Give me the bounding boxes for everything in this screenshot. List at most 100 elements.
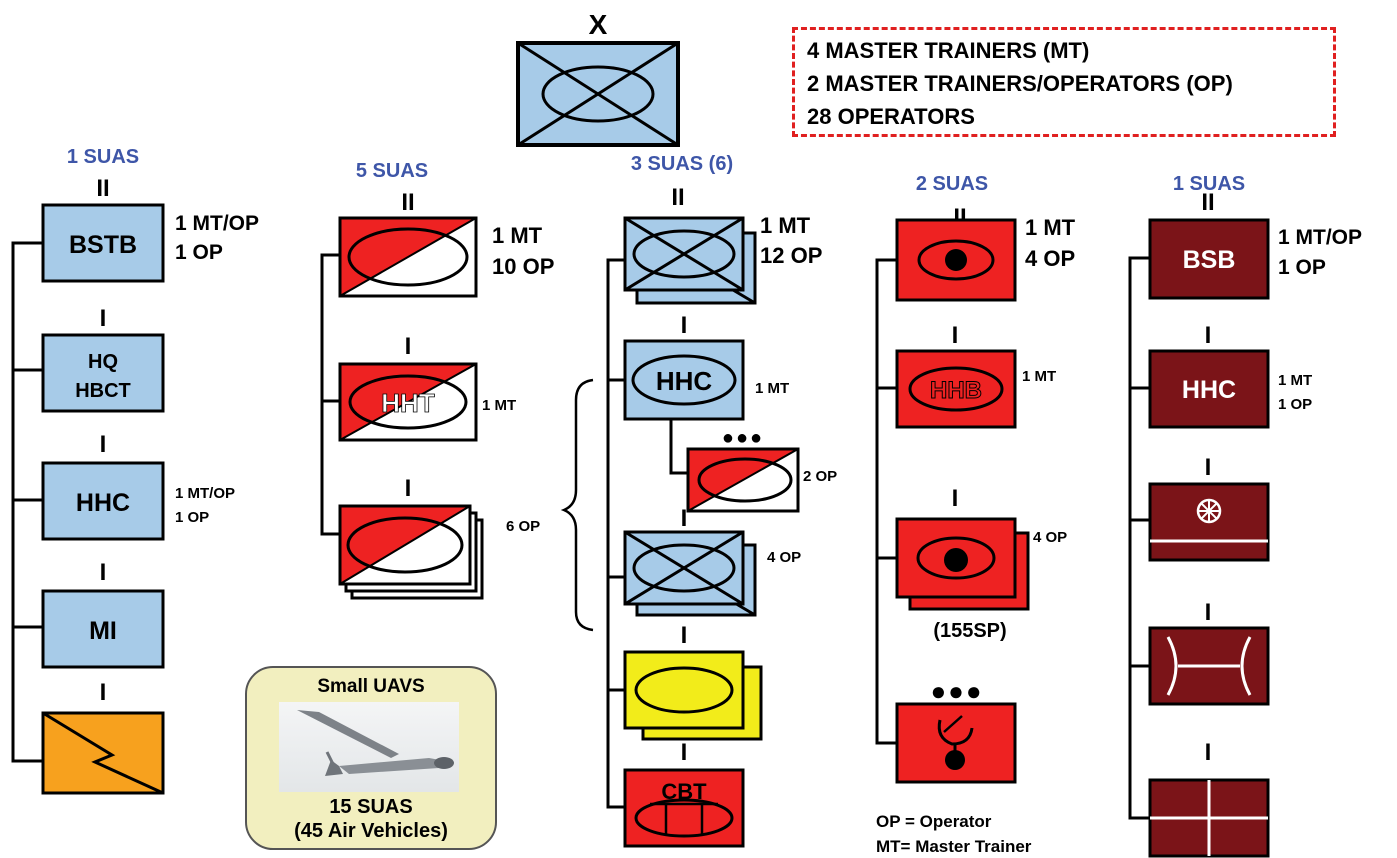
- maintenance-echelon: I: [1205, 454, 1212, 481]
- legend-line-op: 28 OPERATORS: [807, 104, 975, 129]
- fa-mt-annotation: 1 MT: [1025, 215, 1076, 240]
- cab-mt-annotation: 1 MT: [760, 213, 811, 238]
- mi-unit: MI: [41, 589, 165, 669]
- cavalry-troops-stack: [338, 504, 484, 600]
- medical-company-unit: [1148, 778, 1270, 858]
- scout-op-annotation: 2 OP: [803, 468, 837, 485]
- bstb-op-annotation: 1 OP: [175, 241, 223, 264]
- bstb-echelon: II: [96, 175, 109, 202]
- mi-echelon: I: [100, 559, 107, 586]
- hq-hbct-unit: HQ HBCT: [41, 333, 165, 413]
- cab-suas-count: 3 SUAS (6): [631, 153, 733, 175]
- cab-hhc-label: HHC: [656, 366, 713, 396]
- hht-unit: HHT: [338, 362, 478, 442]
- hhb-unit: HHB: [895, 349, 1017, 429]
- bsb-mt-annotation: 1 MT/OP: [1278, 226, 1362, 249]
- battery-echelon: I: [952, 485, 959, 512]
- hht-label: HHT: [381, 388, 435, 418]
- battery-type-label: (155SP): [933, 620, 1006, 642]
- radar-platoon-echelon: ●●●: [930, 676, 983, 706]
- bsb-echelon: II: [1201, 189, 1214, 216]
- cav-mt-annotation: 1 MT: [492, 223, 543, 248]
- scout-platoon-echelon: ●●●: [722, 427, 764, 449]
- bstb-hhc-unit: HHC: [41, 461, 165, 541]
- hq-hbct-echelon: I: [100, 305, 107, 332]
- medical-echelon: I: [1205, 739, 1212, 766]
- brigade-symbol: X: [516, 9, 680, 147]
- cab-coy-op-annotation: 4 OP: [767, 549, 801, 566]
- hq-label: HQ: [88, 351, 118, 373]
- cab-companies-stack: [623, 530, 757, 617]
- bstb-hhc-mt-annotation: 1 MT/OP: [175, 485, 235, 502]
- troops-op-annotation: 6 OP: [506, 518, 540, 535]
- bstb-hhc-label: HHC: [76, 489, 130, 517]
- cav-op-annotation: 10 OP: [492, 254, 554, 279]
- column-cab: 3 SUAS (6) II 1 MT 12 OP I HHC 1 MT ●●●: [560, 153, 837, 848]
- bsb-hhc-label: HHC: [1182, 376, 1236, 404]
- hht-echelon: I: [405, 333, 412, 360]
- cab-echelon: II: [671, 184, 684, 211]
- cab-hhc-mt-annotation: 1 MT: [755, 380, 789, 397]
- hhb-label: HHB: [930, 377, 982, 404]
- legend-line-mt: 4 MASTER TRAINERS (MT): [807, 38, 1090, 63]
- bsb-hhc-op-annotation: 1 OP: [1278, 396, 1312, 413]
- bstb-mt-annotation: 1 MT/OP: [175, 212, 259, 235]
- brigade-echelon: X: [589, 9, 608, 40]
- cab-coy-echelon: I: [681, 505, 688, 532]
- suas-personnel-legend: 4 MASTER TRAINERS (MT) 2 MASTER TRAINERS…: [792, 27, 1336, 137]
- legend-line-mt-op: 2 MASTER TRAINERS/OPERATORS (OP): [807, 71, 1233, 96]
- distribution-echelon: I: [1205, 599, 1212, 626]
- column-fa: 2 SUAS II 1 MT 4 OP I HHB 1 MT I 4 OP (1…: [875, 173, 1076, 856]
- column-bsb: 1 SUAS II BSB 1 MT/OP 1 OP I HHC 1 MT 1 …: [1128, 173, 1362, 858]
- cbt-unit: CBT: [623, 768, 745, 848]
- troops-echelon: I: [405, 475, 412, 502]
- air-vehicles-total: (45 Air Vehicles): [294, 820, 448, 842]
- uav-aircraft-image: [279, 702, 459, 792]
- radar-platoon-unit: [895, 702, 1017, 784]
- cab-hhc-unit: HHC: [623, 339, 745, 421]
- fa-op-annotation: 4 OP: [1025, 246, 1075, 271]
- cav-echelon: II: [401, 189, 414, 216]
- bsb-hhc-mt-annotation: 1 MT: [1278, 372, 1312, 389]
- cav-squadron-unit: [338, 216, 478, 298]
- cbt-echelon: I: [681, 739, 688, 766]
- cav-suas-count: 5 SUAS: [356, 160, 428, 182]
- column-cavalry: 5 SUAS II 1 MT 10 OP I HHT 1 MT I: [320, 160, 554, 600]
- bsb-op-annotation: 1 OP: [1278, 256, 1326, 279]
- bstb-label: BSTB: [69, 231, 137, 259]
- small-uavs-title: Small UAVS: [317, 676, 425, 697]
- signal-company-unit: [41, 711, 165, 795]
- bsb-hhc-unit: HHC: [1148, 349, 1270, 429]
- fa-batteries-stack: [895, 517, 1030, 611]
- fa-battalion-unit: [895, 218, 1017, 302]
- support-company-unit: [623, 650, 763, 741]
- scout-platoon-unit: [686, 447, 800, 513]
- bsb-suas-count: 1 SUAS: [1173, 173, 1245, 195]
- bsb-battalion-unit: BSB: [1148, 218, 1270, 300]
- column-bstb: 1 SUAS II BSTB 1 MT/OP 1 OP I HQ HBCT I …: [11, 146, 259, 795]
- suas-total: 15 SUAS: [329, 796, 413, 818]
- fsc-echelon: I: [681, 622, 688, 649]
- uav-aircraft-icon: [279, 702, 459, 792]
- hhb-mt-annotation: 1 MT: [1022, 368, 1056, 385]
- distribution-company-unit: [1148, 626, 1270, 706]
- bstb-suas-count: 1 SUAS: [67, 146, 139, 168]
- hbct-label: HBCT: [75, 380, 131, 402]
- hhb-echelon: I: [952, 322, 959, 349]
- signal-echelon: I: [100, 679, 107, 706]
- battery-op-annotation: 4 OP: [1033, 529, 1067, 546]
- bstb-hhc-op-annotation: 1 OP: [175, 509, 209, 526]
- maintenance-company-unit: [1148, 482, 1270, 562]
- bsb-label: BSB: [1183, 246, 1236, 274]
- fa-suas-count: 2 SUAS: [916, 173, 988, 195]
- abbrev-op: OP = Operator: [876, 812, 992, 831]
- small-uavs-box: Small UAVS 15 SUAS (45 Air Vehicles): [245, 666, 497, 850]
- hht-mt-annotation: 1 MT: [482, 397, 516, 414]
- bstb-hhc-echelon: I: [100, 431, 107, 458]
- bstb-battalion-unit: BSTB: [41, 203, 165, 283]
- mi-label: MI: [89, 617, 117, 645]
- bsb-hhc-echelon: I: [1205, 322, 1212, 349]
- cbt-label: CBT: [661, 779, 707, 804]
